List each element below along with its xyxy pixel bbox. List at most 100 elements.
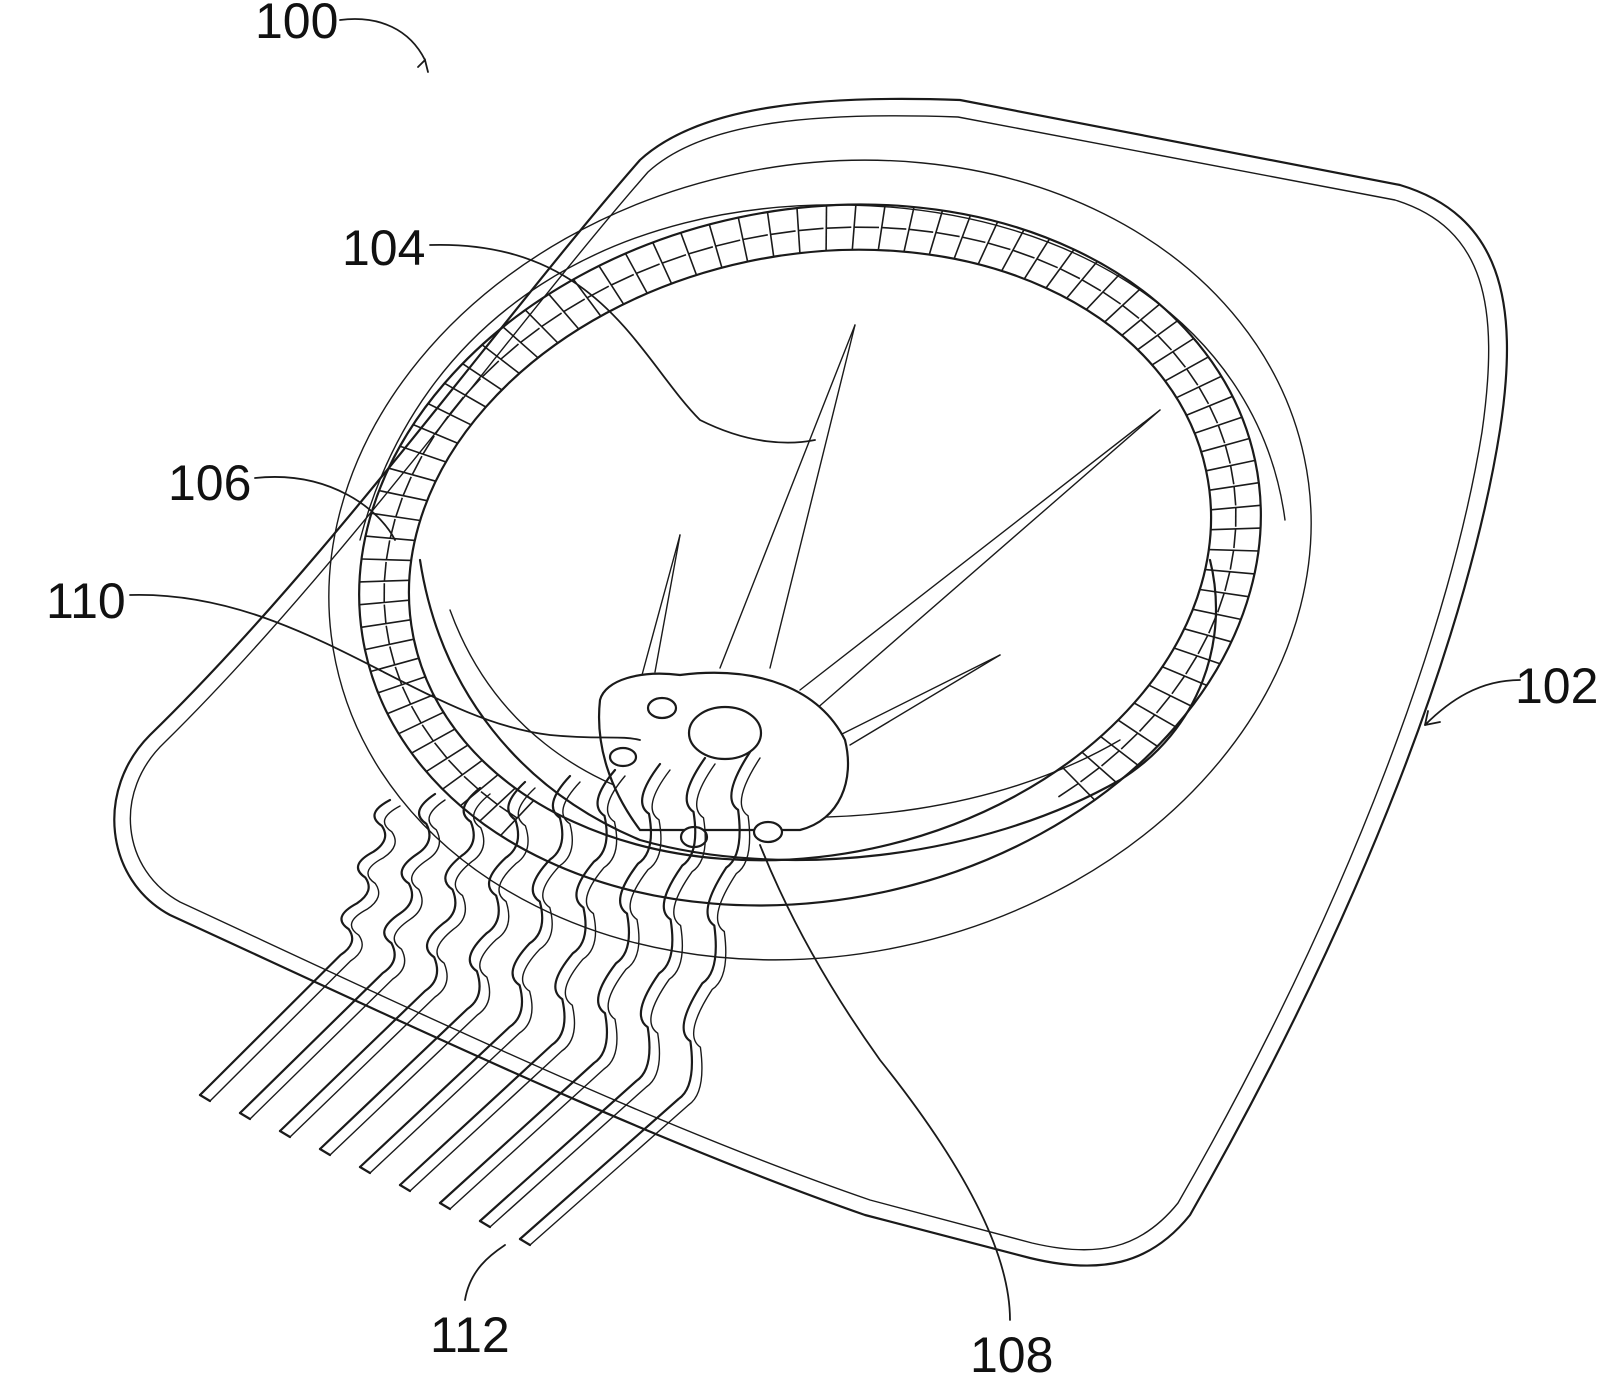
ring-segment-hatch [435, 743, 448, 759]
ring-segment-hatch [449, 760, 463, 775]
label-104: 104 [342, 220, 425, 276]
serpentine-lead [320, 782, 525, 1149]
ring-segment [1162, 667, 1207, 686]
leader-lines [130, 19, 1520, 1320]
ring-segment-hatch [564, 299, 585, 312]
ring-segment-hatch [1172, 676, 1185, 694]
ring-segment-hatch [403, 477, 411, 496]
ring-segment-hatch [1234, 529, 1236, 548]
ring-segment [653, 243, 672, 284]
ring-segment [1149, 685, 1192, 706]
ring-segment-hatch [422, 725, 433, 741]
ring-segment-hatch [384, 605, 386, 624]
ring-segment-hatch [1082, 280, 1101, 291]
label-108: 108 [970, 1327, 1053, 1383]
ring-segment-hatch [636, 264, 659, 273]
label-102: 102 [1515, 658, 1598, 714]
ring-segment-hatch [465, 379, 480, 396]
ring-segment [443, 760, 483, 789]
ring-segment-hatch [386, 540, 389, 559]
ring-segment-hatch [798, 228, 823, 230]
ring-segment-hatch [1102, 751, 1120, 766]
ring-segment-hatch [1199, 387, 1209, 404]
label-112: 112 [430, 1307, 510, 1363]
ring-segment-hatch [1157, 696, 1171, 713]
ring-segment [549, 294, 579, 329]
ring-segment-hatch [1198, 635, 1208, 654]
ring-segment-hatch [386, 626, 389, 645]
connector-pin [480, 1221, 490, 1227]
ring-segment-hatch [384, 562, 386, 581]
ring-segment-hatch [1173, 352, 1186, 368]
ring-segment [1002, 230, 1024, 271]
ring-segment [1152, 339, 1194, 365]
ring-segment-hatch [1231, 466, 1234, 485]
serpentine-lead [360, 776, 570, 1167]
ring-segment-hatch [882, 228, 907, 230]
ring-segment-hatch [501, 344, 519, 359]
ring-segment-hatch [988, 243, 1011, 250]
ring-segment-hatch [1123, 305, 1140, 318]
serpentine-lead [280, 788, 480, 1131]
ring-segment-hatch [521, 328, 540, 342]
label-106: 106 [168, 455, 251, 511]
ring-segment-hatch [390, 647, 395, 665]
ring-segment [1195, 417, 1242, 433]
ring-segment-hatch [1225, 445, 1230, 463]
chip-assembly [599, 673, 848, 847]
ring-segment-hatch [1158, 335, 1172, 350]
serpentine-lead [240, 794, 435, 1113]
ring-segment-hatch [450, 397, 464, 414]
ring-segment [1105, 289, 1141, 322]
ring-segment-hatch [962, 237, 985, 242]
antenna-ring [293, 123, 1327, 987]
ring-segment-hatch [1187, 369, 1198, 385]
ring-segment-hatch [1230, 550, 1233, 569]
ring-segment-hatch [412, 706, 422, 723]
connector-pin [240, 1113, 250, 1119]
ring-segment [626, 254, 648, 294]
ring-segment-hatch [587, 286, 609, 298]
ring-segment-hatch [542, 313, 562, 326]
ring-segment-hatch [936, 233, 960, 237]
ring-segment-hatch [826, 227, 851, 228]
ring-segment-hatch [423, 436, 434, 454]
connector-pin [280, 1131, 290, 1137]
ring-segment-hatch [716, 240, 741, 246]
ring-segment-hatch [464, 776, 479, 790]
ring-segment-hatch [909, 229, 933, 232]
ring-segment [599, 266, 624, 304]
ring-segment [1086, 275, 1119, 310]
ring-segment-hatch [1234, 486, 1236, 505]
ring-segment-hatch [1218, 593, 1225, 612]
ring-segment-hatch [436, 416, 449, 434]
ring-segment-hatch [1209, 406, 1217, 423]
ring-segment-hatch [689, 247, 713, 254]
ring-segment-hatch [1013, 250, 1035, 258]
ring-segment-hatch [396, 498, 403, 517]
ring-segment-hatch [1141, 320, 1156, 334]
ring-segment [1118, 720, 1157, 746]
connector-pin [400, 1185, 410, 1191]
connector-pin [200, 1095, 210, 1101]
label-100: 100 [255, 0, 338, 49]
ring-segment-hatch [611, 275, 634, 286]
ring-segment-hatch [1060, 269, 1080, 279]
ring-segment-hatch [743, 235, 768, 240]
connector-pin [360, 1167, 370, 1173]
label-110: 110 [46, 573, 126, 629]
ring-segment-hatch [1140, 715, 1155, 732]
ring-segment [428, 404, 471, 425]
ring-segment-hatch [1058, 784, 1078, 797]
ring-segment-hatch [1081, 768, 1100, 782]
ring-segment-hatch [1103, 292, 1121, 304]
reference-labels: 100 104 106 110 102 112 108 [46, 0, 1598, 1383]
ring-segment [413, 425, 458, 444]
connector-pin [320, 1149, 330, 1155]
ring-segment-hatch [1037, 259, 1058, 268]
serpentine-lead [400, 770, 615, 1185]
ring-segment-hatch [1121, 733, 1138, 749]
ring-segment-hatch [771, 231, 796, 235]
ring-segment-hatch [1218, 425, 1224, 443]
